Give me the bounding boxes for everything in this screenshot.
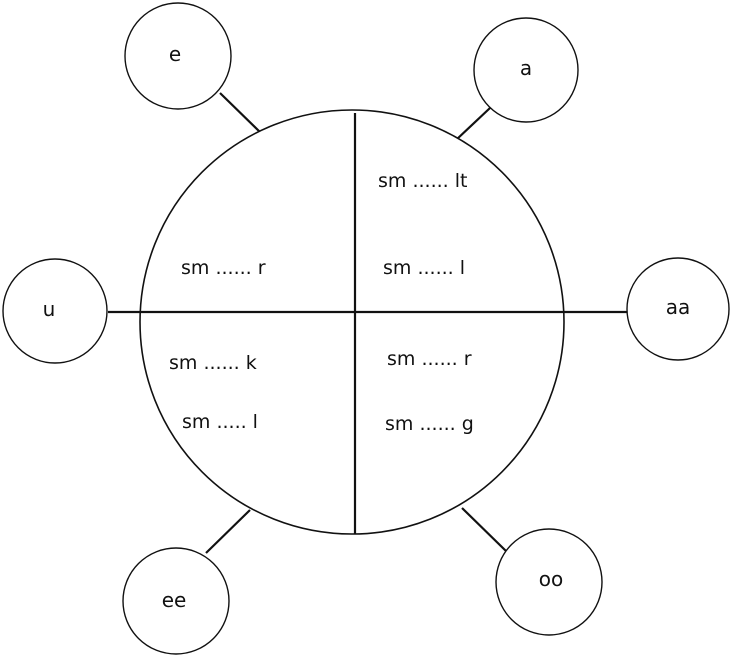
main-wheel-circle bbox=[139, 109, 565, 535]
quadrant-bottom-left: sm ...... k sm ..... l bbox=[169, 352, 258, 433]
vowel-label: u bbox=[43, 297, 56, 321]
word-prompt: sm ...... r bbox=[181, 257, 266, 279]
connector-e bbox=[219, 92, 263, 135]
connector-oo bbox=[461, 507, 507, 552]
vowel-label: ee bbox=[162, 588, 187, 612]
vowel-circle-aa: aa bbox=[626, 257, 730, 361]
word-prompt: sm ...... r bbox=[387, 348, 472, 370]
vowel-label: e bbox=[169, 42, 181, 66]
vowel-circle-oo: oo bbox=[495, 528, 603, 636]
word-prompt: sm ..... l bbox=[182, 411, 258, 433]
vowel-circle-ee: ee bbox=[122, 547, 230, 655]
vowel-circle-u: u bbox=[2, 258, 108, 364]
connector-ee bbox=[205, 509, 251, 554]
quadrant-top-left: sm ...... r bbox=[181, 257, 266, 279]
word-prompt: sm ...... g bbox=[385, 413, 474, 435]
vowel-label: a bbox=[520, 56, 532, 80]
vowel-label: oo bbox=[539, 567, 563, 591]
vowel-label: aa bbox=[666, 295, 691, 319]
quadrant-top-right: sm ...... lt sm ...... l bbox=[378, 170, 467, 279]
word-prompt: sm ...... lt bbox=[378, 170, 467, 192]
connector-a bbox=[455, 107, 491, 141]
quadrant-bottom-right: sm ...... r sm ...... g bbox=[385, 348, 474, 435]
vowel-circle-e: e bbox=[124, 2, 232, 110]
word-prompt: sm ...... k bbox=[169, 352, 257, 374]
word-prompt: sm ...... l bbox=[383, 257, 465, 279]
vowel-circle-a: a bbox=[473, 17, 579, 123]
